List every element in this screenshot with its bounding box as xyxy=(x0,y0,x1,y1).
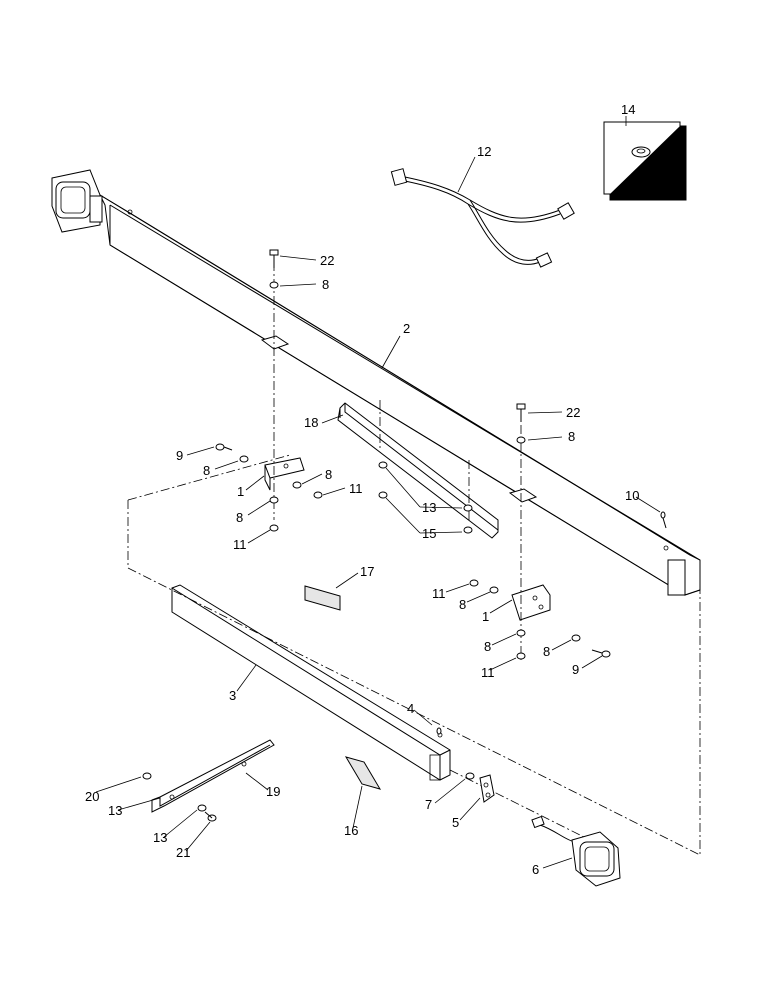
part-light-left xyxy=(51,169,103,233)
callout-21: 21 xyxy=(176,845,190,860)
callout-8: 8 xyxy=(322,277,329,292)
callout-9: 9 xyxy=(572,662,579,677)
part-3-lower-tube xyxy=(171,584,451,781)
callout-1: 1 xyxy=(482,609,489,624)
part-14-grommet xyxy=(603,121,687,201)
alignment-lines xyxy=(127,262,701,856)
callout-16: 16 xyxy=(344,823,358,838)
callout-8: 8 xyxy=(236,510,243,525)
part-12-wiring-harness xyxy=(390,168,575,268)
callout-7: 7 xyxy=(425,797,432,812)
callout-9: 9 xyxy=(176,448,183,463)
callout-17: 17 xyxy=(360,564,374,579)
callout-11: 11 xyxy=(233,537,247,552)
callout-3: 3 xyxy=(229,688,236,703)
decal-17 xyxy=(304,585,341,611)
callout-22: 22 xyxy=(566,405,580,420)
callout-8: 8 xyxy=(203,463,210,478)
callout-10: 10 xyxy=(625,488,639,503)
leader-lines xyxy=(95,116,661,869)
callout-11: 11 xyxy=(349,481,363,496)
bolt-22-left xyxy=(269,249,279,268)
callout-11: 11 xyxy=(481,665,495,680)
callout-8: 8 xyxy=(568,429,575,444)
plates xyxy=(260,335,538,503)
washers-nuts xyxy=(142,281,667,822)
callout-20: 20 xyxy=(85,789,99,804)
part-18-channel xyxy=(337,400,499,539)
callout-8: 8 xyxy=(459,597,466,612)
callout-6: 6 xyxy=(532,862,539,877)
part-6-light-right xyxy=(531,815,621,887)
callout-12: 12 xyxy=(477,144,491,159)
decal-16 xyxy=(344,756,382,790)
callout-13: 13 xyxy=(153,830,167,845)
callout-22: 22 xyxy=(320,253,334,268)
callout-8: 8 xyxy=(484,639,491,654)
part-1-bracket-left xyxy=(264,457,305,491)
bolt-22-right xyxy=(516,403,526,422)
callout-5: 5 xyxy=(452,815,459,830)
callout-13: 13 xyxy=(422,500,436,515)
callout-15: 15 xyxy=(422,526,436,541)
part-2-tube xyxy=(98,193,701,596)
callout-8: 8 xyxy=(325,467,332,482)
callout-8: 8 xyxy=(543,644,550,659)
callout-14: 14 xyxy=(621,102,635,117)
callout-labels: 14 12 22 8 2 18 22 8 9 8 8 1 11 8 13 11 … xyxy=(85,102,639,877)
callout-19: 19 xyxy=(266,784,280,799)
part-5-bracket xyxy=(479,774,495,803)
callout-13: 13 xyxy=(108,803,122,818)
callout-2: 2 xyxy=(403,321,410,336)
callout-4: 4 xyxy=(407,701,414,716)
callout-1: 1 xyxy=(237,484,244,499)
callout-11: 11 xyxy=(432,586,446,601)
part-19-channel xyxy=(151,739,275,813)
callout-18: 18 xyxy=(304,415,318,430)
part-1-bracket-right xyxy=(511,584,551,621)
